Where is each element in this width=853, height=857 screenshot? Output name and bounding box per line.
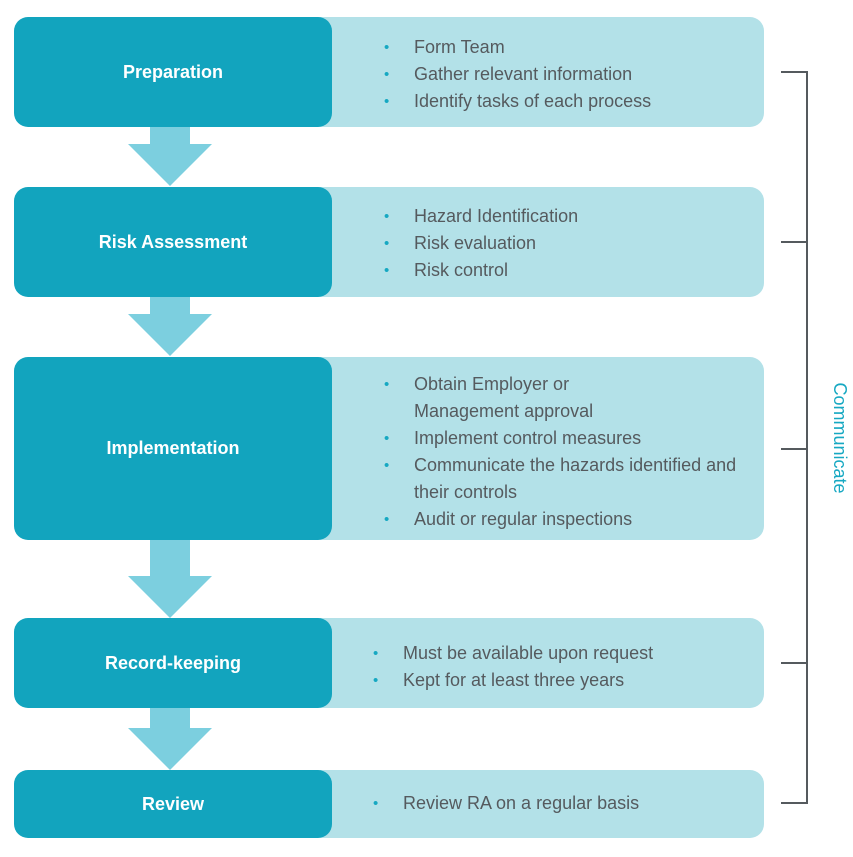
list-item: Hazard Identification	[384, 203, 764, 230]
record-keeping-details: Must be available upon request Kept for …	[290, 618, 764, 708]
list-item: Risk evaluation	[384, 230, 764, 257]
down-arrow-icon	[128, 680, 212, 770]
implementation-details: Obtain Employer or Management approval I…	[290, 357, 764, 540]
risk-assessment-details: Hazard Identification Risk evaluation Ri…	[290, 187, 764, 297]
review-details: Review RA on a regular basis	[290, 770, 764, 838]
stage-title: Record-keeping	[104, 652, 242, 673]
stage-title: Review	[141, 793, 205, 814]
list-item: Communicate the hazards identified and	[384, 452, 764, 479]
stage-title: Risk Assessment	[98, 231, 248, 252]
stage-title: Preparation	[122, 61, 224, 82]
stage-risk-assessment: Risk Assessment	[14, 187, 332, 297]
list-item: Identify tasks of each process	[384, 88, 764, 115]
preparation-details: Form Team Gather relevant information Id…	[290, 17, 764, 127]
list-item: Gather relevant information	[384, 61, 764, 88]
list-item-continuation: Management approval	[414, 401, 594, 421]
list-item: Must be available upon request	[373, 640, 764, 667]
stage-title: Implementation	[106, 438, 240, 458]
list-item: Obtain Employer or	[384, 371, 764, 398]
stage-preparation: Preparation	[14, 17, 332, 127]
communicate-label: Communicate	[830, 382, 850, 494]
stage-review: Review	[14, 770, 332, 838]
list-item-continuation: their controls	[414, 482, 518, 502]
list-item: Audit or regular inspections	[384, 506, 764, 533]
list-item: Implement control measures	[384, 425, 764, 452]
stage-implementation: Implementation	[14, 357, 332, 540]
list-item: Risk control	[384, 257, 764, 284]
stage-record-keeping: Record-keeping	[14, 618, 332, 708]
list-item: Form Team	[384, 34, 764, 61]
down-arrow-icon	[128, 260, 212, 356]
list-item: Kept for at least three years	[373, 667, 764, 694]
list-item: Review RA on a regular basis	[373, 790, 764, 817]
down-arrow-icon	[128, 90, 212, 186]
down-arrow-icon	[128, 466, 212, 618]
